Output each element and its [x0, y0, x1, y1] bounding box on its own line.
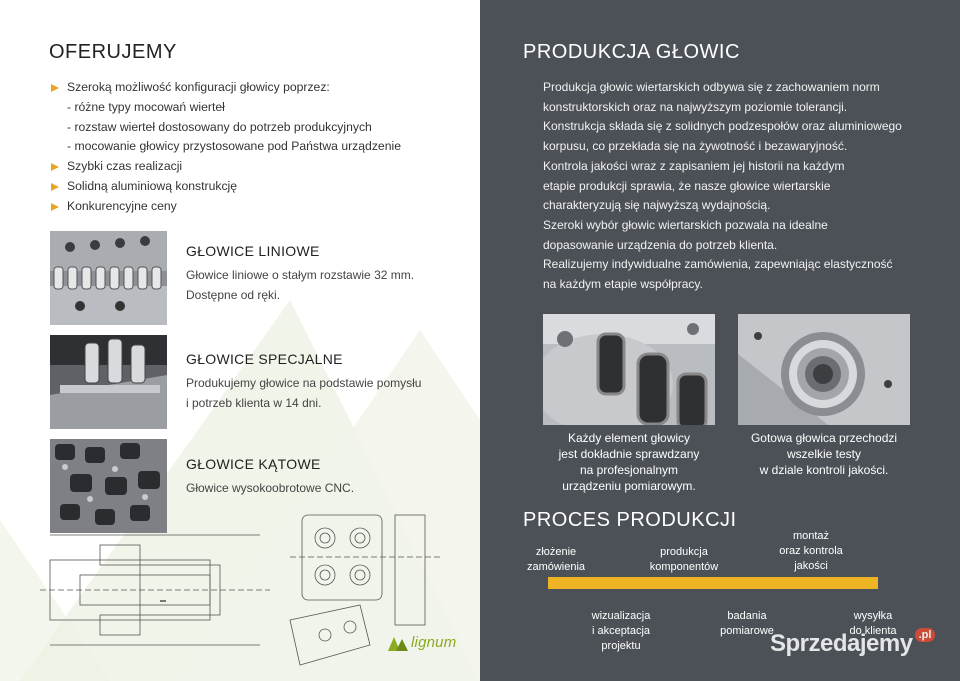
product-desc: Głowice liniowe o stałym rozstawie 32 mm… — [186, 268, 415, 302]
watermark-badge: .pl — [914, 628, 936, 642]
offer-item: Solidną aluminiową konstrukcję — [49, 177, 449, 197]
offer-item: Konkurencyjne ceny — [49, 197, 449, 217]
linear-head-photo — [50, 231, 167, 325]
bullet-arrow-icon — [51, 84, 59, 92]
offer-item: - różne typy mocowań wierteł — [67, 99, 225, 114]
process-title: PROCES PRODUKCJI — [523, 509, 737, 531]
logo-trees-icon — [388, 636, 408, 651]
offer-item: Szybki czas realizacji — [49, 157, 449, 177]
step-measurement: badania pomiarowe — [720, 610, 774, 637]
angle-head-photo — [50, 439, 167, 533]
timeline-marker — [735, 577, 753, 589]
offer-item: - rozstaw wierteł dostosowany do potrzeb… — [67, 119, 372, 134]
product-desc: Produkujemy głowice na podstawie pomysłu… — [186, 376, 422, 410]
bullet-arrow-icon — [51, 182, 59, 191]
product-linear: GŁOWICE LINIOWE Głowice liniowe o stałym… — [186, 243, 456, 305]
step-assembly: montaż oraz kontrola jakości — [779, 530, 843, 572]
product-title: GŁOWICE KĄTOWE — [186, 456, 321, 472]
step-order: złożenie zamówienia — [526, 546, 586, 573]
product-title: GŁOWICE SPECJALNE — [186, 351, 343, 367]
product-special: GŁOWICE SPECJALNE Produkujemy głowice na… — [186, 351, 456, 413]
offer-item: - mocowanie głowicy przystosowane pod Pa… — [67, 139, 401, 154]
special-head-photo — [50, 335, 167, 429]
timeline-bar — [548, 577, 878, 589]
quality-caption: Gotowa głowica przechodzi wszelkie testy… — [750, 431, 898, 477]
timeline-marker — [802, 577, 820, 589]
step-shipping: wysyłka do klienta — [849, 610, 897, 637]
product-desc: Głowice wysokoobrotowe CNC. — [186, 481, 355, 495]
step-components: produkcja komponentów — [649, 546, 719, 573]
step-visualization: wizualizacja i akceptacja projektu — [591, 610, 651, 652]
offer-title: OFERUJEMY — [49, 41, 177, 63]
offer-list: Szeroką możliwość konfiguracji głowicy p… — [49, 78, 449, 217]
decorative-triangles — [0, 300, 480, 681]
company-logo: lignum — [388, 634, 456, 651]
measurement-photo — [543, 314, 715, 425]
finished-head-photo — [738, 314, 910, 425]
bullet-arrow-icon — [51, 163, 59, 172]
bullet-arrow-icon — [51, 202, 59, 211]
watermark: Sprzedajemy .pl — [770, 628, 936, 658]
left-page: OFERUJEMY Szeroką możliwość konfiguracji… — [0, 41, 480, 681]
measurement-caption: Każdy element głowicy jest dokładnie spr… — [558, 431, 700, 493]
product-title: GŁOWICE LINIOWE — [186, 243, 320, 259]
offer-item: Szeroką możliwość konfiguracji głowicy p… — [49, 78, 449, 98]
technical-drawings — [40, 514, 440, 666]
product-angle: GŁOWICE KĄTOWE Głowice wysokoobrotowe CN… — [186, 456, 456, 498]
timeline-marker — [674, 577, 692, 589]
right-page: PRODUKCJA GŁOWIC Produkcja głowic wierta… — [480, 0, 960, 681]
production-intro: Produkcja głowic wiertarskich odbywa się… — [543, 80, 902, 292]
production-title: PRODUKCJA GŁOWIC — [523, 41, 740, 63]
timeline-marker — [598, 577, 616, 589]
